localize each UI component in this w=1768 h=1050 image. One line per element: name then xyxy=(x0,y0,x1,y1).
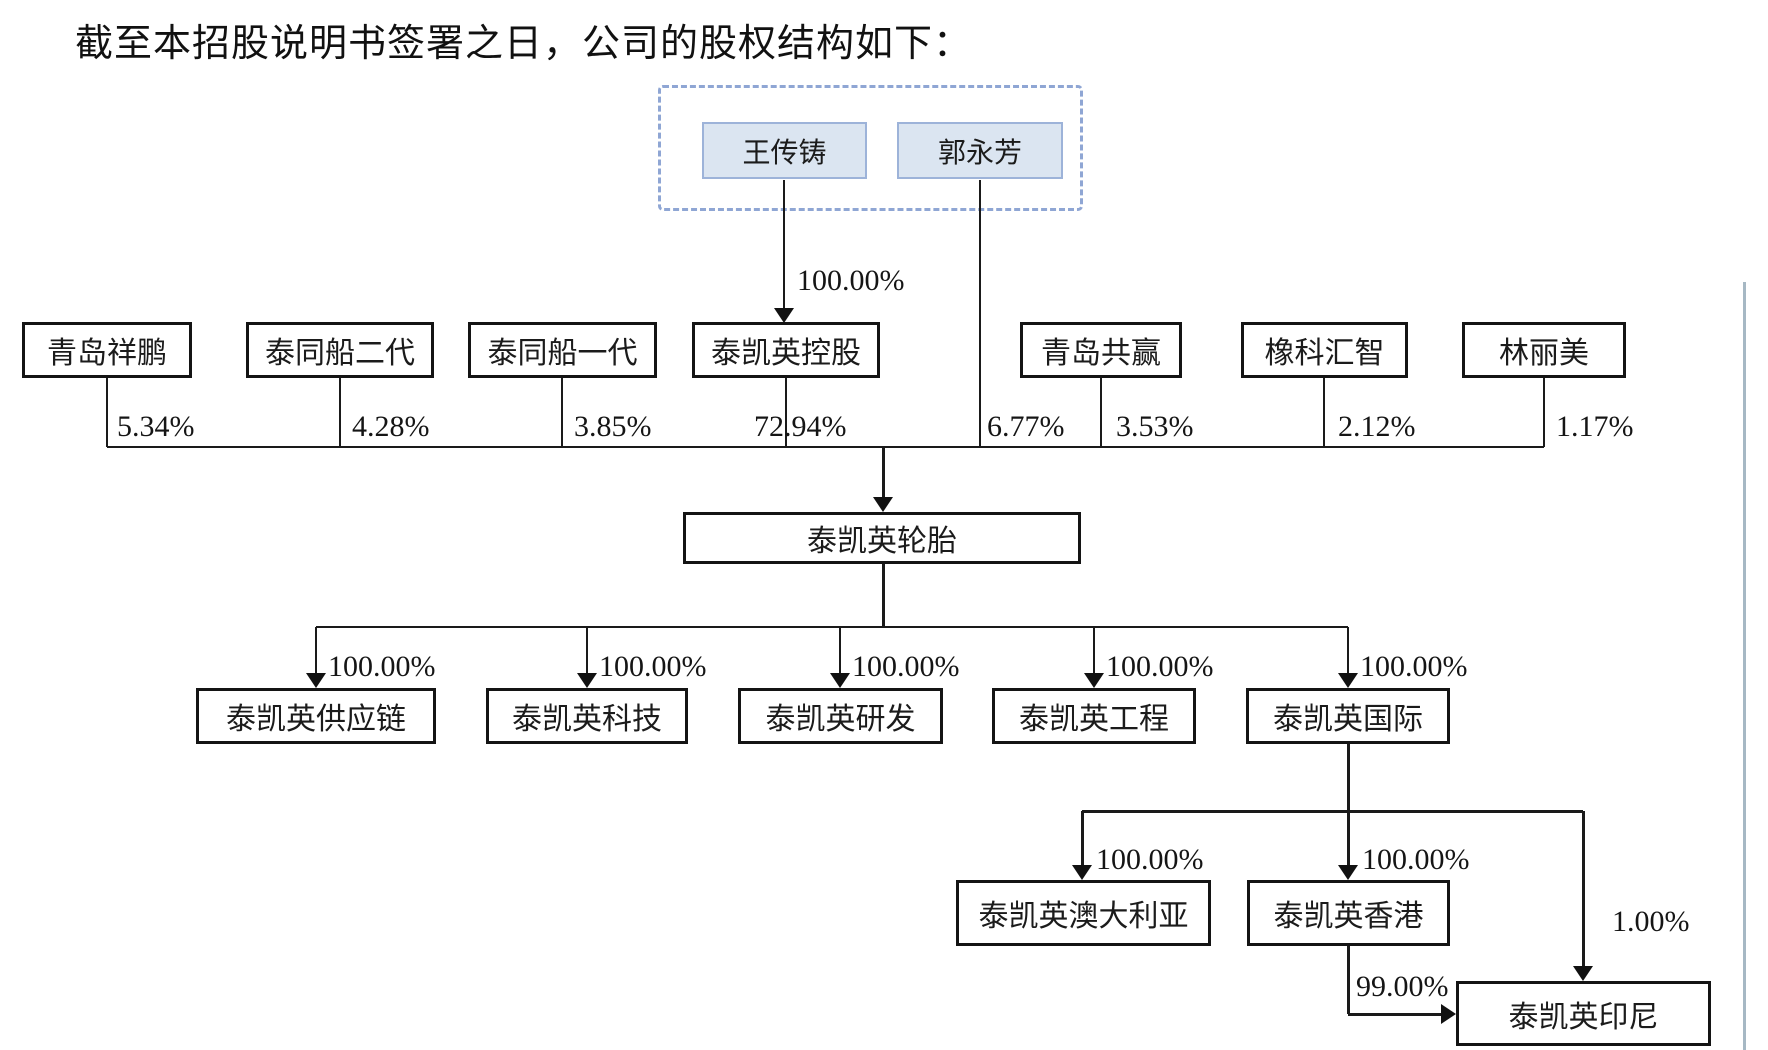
node-taikaiying-australia: 泰凯英澳大利亚 xyxy=(956,880,1211,946)
connector-line xyxy=(785,378,787,447)
node-qingdao-gongying: 青岛共赢 xyxy=(1020,322,1182,378)
node-taikaiying-indonesia: 泰凯英印尼 xyxy=(1456,981,1711,1046)
page-edge-line xyxy=(1742,282,1746,1050)
ownership-percentage-label: 100.00% xyxy=(1360,650,1468,683)
connector-line xyxy=(1347,627,1349,675)
ownership-percentage-label: 100.00% xyxy=(1106,650,1214,683)
node-taikaiying-international: 泰凯英国际 xyxy=(1246,688,1450,744)
node-taikaiying-rnd: 泰凯英研发 xyxy=(738,688,943,744)
connector-line xyxy=(1080,811,1084,867)
connector-line xyxy=(839,627,841,675)
ownership-percentage-label: 2.12% xyxy=(1338,410,1416,443)
node-taikaiying-engineering: 泰凯英工程 xyxy=(992,688,1196,744)
page-title: 截至本招股说明书签署之日，公司的股权结构如下： xyxy=(75,23,973,65)
connector-line xyxy=(979,180,981,447)
arrowhead-down-icon xyxy=(1573,966,1593,981)
arrowhead-right-icon xyxy=(1441,1004,1456,1024)
arrowhead-down-icon xyxy=(830,673,850,688)
ownership-percentage-label: 3.53% xyxy=(1116,410,1194,443)
node-qingdao-xiangpeng: 青岛祥鹏 xyxy=(22,322,192,378)
connector-line xyxy=(783,180,785,309)
node-taitongchuan-gen2: 泰同船二代 xyxy=(246,322,434,378)
arrowhead-down-icon xyxy=(1084,673,1104,688)
arrowhead-down-icon xyxy=(873,497,893,512)
ownership-percentage-label: 5.34% xyxy=(117,410,195,443)
ownership-percentage-label: 72.94% xyxy=(754,410,847,443)
ownership-percentage-label: 100.00% xyxy=(1096,843,1204,876)
connector-line xyxy=(881,564,885,627)
connector-line xyxy=(339,378,341,447)
connector-line xyxy=(561,378,563,447)
connector-line xyxy=(1093,627,1095,675)
connector-line xyxy=(1346,744,1350,811)
connector-line xyxy=(1100,378,1102,447)
connector-line xyxy=(106,378,108,447)
connector-line xyxy=(1581,811,1585,968)
ownership-percentage-label: 6.77% xyxy=(987,410,1065,443)
connector-line xyxy=(315,627,317,675)
node-taikaiying-hongkong: 泰凯英香港 xyxy=(1247,880,1450,946)
ownership-percentage-label: 4.28% xyxy=(352,410,430,443)
node-taikaiying-tire: 泰凯英轮胎 xyxy=(683,512,1081,564)
node-taitongchuan-gen1: 泰同船一代 xyxy=(468,322,657,378)
arrowhead-down-icon xyxy=(306,673,326,688)
ownership-percentage-label: 3.85% xyxy=(574,410,652,443)
node-xiangke-huizhi: 橡科汇智 xyxy=(1241,322,1408,378)
node-guo-yongfang: 郭永芳 xyxy=(897,122,1063,179)
connector-line xyxy=(107,446,1544,448)
connector-line xyxy=(586,627,588,675)
ownership-percentage-label: 1.00% xyxy=(1612,905,1690,938)
connector-line xyxy=(316,626,1348,628)
ownership-percentage-label: 100.00% xyxy=(852,650,960,683)
node-taikaiying-supplychain: 泰凯英供应链 xyxy=(196,688,436,744)
connector-line xyxy=(1348,1012,1443,1016)
node-taikaiying-technology: 泰凯英科技 xyxy=(486,688,688,744)
connector-line xyxy=(1346,946,1350,1014)
connector-line xyxy=(1082,809,1583,813)
node-taikaiying-holdings: 泰凯英控股 xyxy=(692,322,880,378)
arrowhead-down-icon xyxy=(774,308,794,323)
arrowhead-down-icon xyxy=(1072,865,1092,880)
ownership-percentage-label: 100.00% xyxy=(1362,843,1470,876)
ownership-percentage-label: 100.00% xyxy=(328,650,436,683)
node-lin-limei: 林丽美 xyxy=(1462,322,1626,378)
ownership-percentage-label: 100.00% xyxy=(797,264,905,297)
arrowhead-down-icon xyxy=(1338,673,1358,688)
founders-group-box xyxy=(658,85,1083,211)
arrowhead-down-icon xyxy=(577,673,597,688)
connector-line xyxy=(881,447,885,500)
ownership-percentage-label: 100.00% xyxy=(599,650,707,683)
connector-line xyxy=(1543,378,1545,447)
ownership-percentage-label: 99.00% xyxy=(1356,970,1449,1003)
ownership-percentage-label: 1.17% xyxy=(1556,410,1634,443)
node-wang-chuanzhu: 王传铸 xyxy=(702,122,867,179)
connector-line xyxy=(1346,811,1350,867)
arrowhead-down-icon xyxy=(1338,865,1358,880)
connector-line xyxy=(1323,378,1325,447)
